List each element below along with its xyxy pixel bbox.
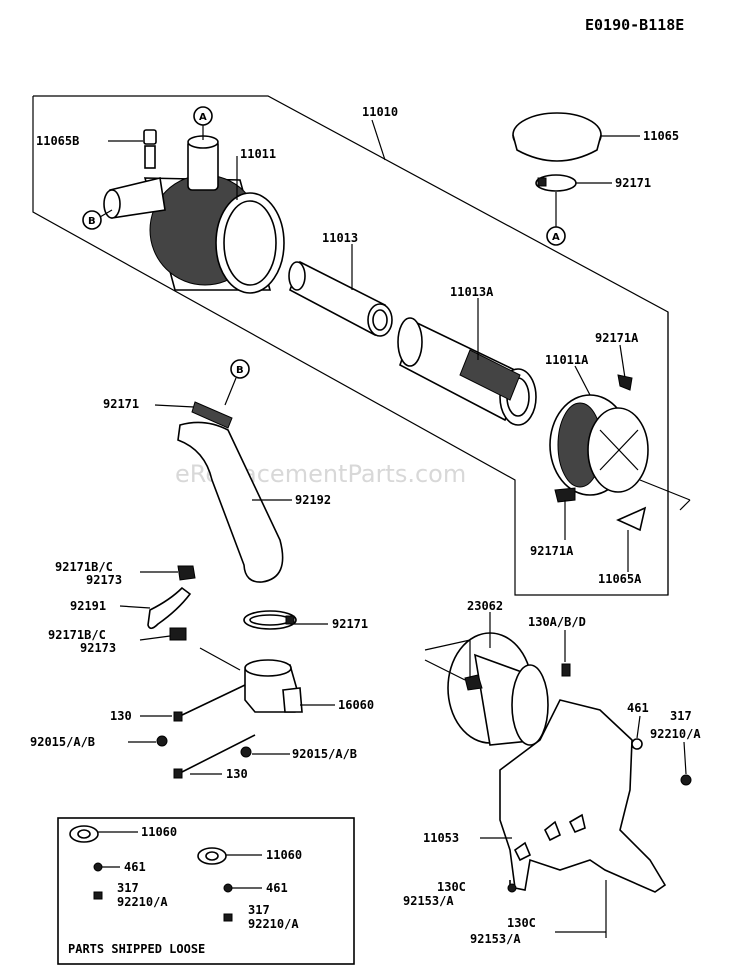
assembly-outline bbox=[32, 95, 669, 596]
callout-a-circle bbox=[193, 106, 213, 126]
label-92210A: 92210/A bbox=[650, 727, 701, 741]
leader-92171A bbox=[619, 344, 626, 379]
label-11011: 11011 bbox=[240, 147, 276, 161]
leader-92171BC-2 bbox=[139, 635, 171, 641]
label-92192: 92192 bbox=[295, 493, 331, 507]
dust-cap-top bbox=[512, 112, 602, 162]
bracket-hole-1 bbox=[513, 841, 532, 862]
label-11013: 11013 bbox=[322, 231, 358, 245]
loose-label-11060-1: 11060 bbox=[141, 825, 177, 839]
callout-a-text: A bbox=[199, 112, 207, 123]
bolt-head-1 bbox=[173, 711, 183, 722]
label-130C-1: 130C bbox=[437, 880, 466, 894]
leader-23062-a bbox=[424, 639, 471, 678]
label-130C-2: 130C bbox=[507, 916, 536, 930]
leader-11010 bbox=[371, 119, 386, 161]
label-92171A: 92171A bbox=[595, 331, 639, 345]
air-cleaner-housing bbox=[103, 135, 285, 294]
hose-92191 bbox=[147, 586, 192, 630]
clamp-92171BC-1 bbox=[177, 565, 196, 581]
label-11011A: 11011A bbox=[545, 353, 589, 367]
band-23062 bbox=[447, 632, 549, 746]
label-92171-b: 92171 bbox=[103, 397, 139, 411]
label-92173-1: 92173 bbox=[86, 573, 122, 587]
bolt-130-2 bbox=[179, 734, 256, 774]
callout-b2-leader bbox=[224, 377, 237, 406]
bolt-130-1 bbox=[179, 684, 246, 717]
inner-filter bbox=[288, 260, 393, 337]
label-92015-1: 92015/A/B bbox=[30, 735, 95, 749]
label-92191: 92191 bbox=[70, 599, 106, 613]
label-11065: 11065 bbox=[643, 129, 679, 143]
label-130ABD: 130A/B/D bbox=[528, 615, 586, 629]
leader-23062-b bbox=[424, 659, 466, 681]
valve-11065A bbox=[616, 506, 647, 532]
label-23062: 23062 bbox=[467, 599, 503, 613]
clamp-mid bbox=[243, 610, 297, 630]
housing-cover bbox=[549, 394, 691, 511]
nut-92210A bbox=[680, 774, 692, 786]
leader-92191 bbox=[119, 605, 151, 609]
diagram-code: E0190-B118E bbox=[585, 16, 684, 34]
loose-label-317-2: 317 bbox=[248, 903, 270, 917]
clamp-92171A-top bbox=[617, 374, 633, 391]
callout-b2-text: B bbox=[236, 365, 244, 376]
bracket-hole-3 bbox=[568, 813, 586, 834]
washer-461 bbox=[631, 738, 643, 750]
loose-label-92210A-1: 92210/A bbox=[117, 895, 168, 909]
elbow-16060 bbox=[244, 659, 303, 713]
outer-filter bbox=[397, 317, 537, 426]
label-92173-2: 92173 bbox=[80, 641, 116, 655]
label-317: 317 bbox=[670, 709, 692, 723]
nut-92015-1 bbox=[156, 735, 168, 747]
label-130-1: 130 bbox=[110, 709, 132, 723]
label-92171BC-1: 92171B/C bbox=[55, 560, 113, 574]
clamp-92171A-low bbox=[554, 487, 576, 503]
hose-92192 bbox=[177, 421, 284, 583]
cap-11065B bbox=[143, 129, 157, 145]
label-11065B: 11065B bbox=[36, 134, 79, 148]
hose-clamp-b bbox=[191, 401, 233, 429]
callout-b2-circle bbox=[230, 359, 250, 379]
loose-label-461-2: 461 bbox=[266, 881, 288, 895]
bolt-130ABD bbox=[561, 663, 571, 677]
loose-label-461-1: 461 bbox=[124, 860, 146, 874]
label-92171-mid: 92171 bbox=[332, 617, 368, 631]
loose-label-11060-2: 11060 bbox=[266, 848, 302, 862]
loose-label-92210A-2: 92210/A bbox=[248, 917, 299, 931]
leader-92171-b bbox=[154, 404, 195, 408]
callout-b-text: B bbox=[88, 216, 96, 227]
label-92015-2: 92015/A/B bbox=[292, 747, 357, 761]
loose-box-title: PARTS SHIPPED LOOSE bbox=[68, 942, 205, 956]
callout-a2-circle bbox=[546, 226, 566, 246]
label-461: 461 bbox=[627, 701, 649, 715]
parts-shipped-loose-box: 11060 461 317 92210/A 11060 461 317 9221… bbox=[57, 817, 355, 965]
label-11053: 11053 bbox=[423, 831, 459, 845]
label-11010: 11010 bbox=[362, 105, 398, 119]
label-11065A: 11065A bbox=[598, 572, 642, 586]
leader-461 bbox=[636, 715, 641, 739]
clamp-top bbox=[535, 174, 577, 192]
label-92153A-1: 92153/A bbox=[403, 894, 454, 908]
bolt-head-2 bbox=[173, 768, 183, 779]
bracket-hole-2 bbox=[543, 820, 562, 842]
leader-92210A bbox=[683, 741, 687, 775]
loose-label-317-1: 317 bbox=[117, 881, 139, 895]
label-92171BC-2: 92171B/C bbox=[48, 628, 106, 642]
nut-92015-2 bbox=[240, 746, 252, 758]
leader-11011A bbox=[574, 365, 591, 396]
label-130-2: 130 bbox=[226, 767, 248, 781]
label-92171-top: 92171 bbox=[615, 176, 651, 190]
label-92153A-2: 92153/A bbox=[470, 932, 521, 946]
callout-b-circle bbox=[82, 210, 102, 230]
callout-b-leader bbox=[99, 209, 113, 218]
bolt-130C-1-head bbox=[507, 883, 517, 893]
clamp-92171BC-2 bbox=[169, 627, 187, 641]
callout-a2-text: A bbox=[552, 232, 560, 243]
label-11013A: 11013A bbox=[450, 285, 494, 299]
label-92171A-low: 92171A bbox=[530, 544, 574, 558]
leader-elbow bbox=[199, 647, 241, 671]
label-16060: 16060 bbox=[338, 698, 374, 712]
